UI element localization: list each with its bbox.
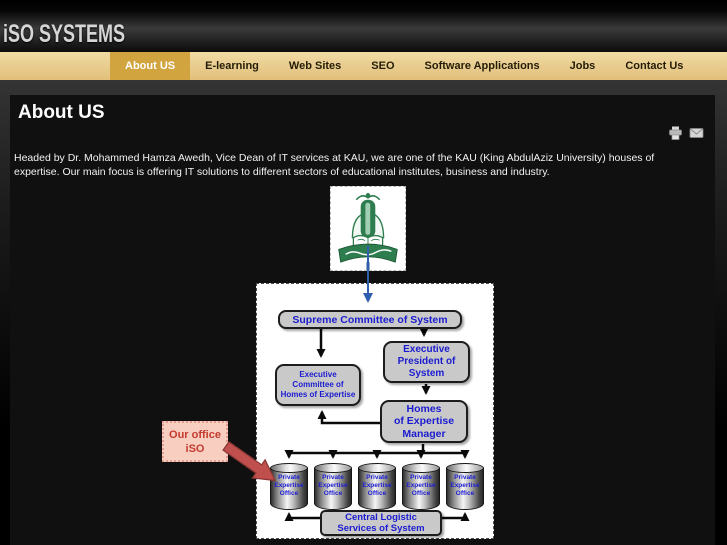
- cylinder-label: Private Expertise Office: [362, 474, 392, 497]
- cylinder-label: Private Expertise Office: [450, 474, 480, 497]
- nav-item-seo[interactable]: SEO: [371, 60, 395, 72]
- site-header: iSO SYSTEMS: [0, 0, 727, 52]
- supreme-committee-box: Supreme Committee of System: [278, 310, 462, 329]
- cylinder-body: [446, 468, 484, 510]
- email-icon: [689, 128, 704, 138]
- private-expertise-office-cylinder: Private Expertise Office: [314, 463, 352, 510]
- our-office-callout: Our office iSO: [162, 421, 228, 462]
- nav-item-web-sites[interactable]: Web Sites: [288, 60, 342, 72]
- nav-item-jobs[interactable]: Jobs: [569, 60, 596, 72]
- executive-president-box: Executive President of System: [383, 341, 470, 383]
- cylinder-label: Private Expertise Office: [318, 474, 348, 497]
- intro-paragraph: Headed by Dr. Mohammed Hamza Awedh, Vice…: [14, 152, 655, 178]
- cylinder-top: [446, 463, 484, 473]
- site-logo[interactable]: iSO SYSTEMS: [3, 20, 126, 48]
- cylinder-top: [402, 463, 440, 473]
- expertise-manager-box: Homes of Expertise Manager: [380, 400, 468, 443]
- executive-committee-box: Executive Committee of Homes of Expertis…: [275, 364, 361, 406]
- private-expertise-office-cylinder: Private Expertise Office: [270, 463, 308, 510]
- private-expertise-office-cylinder: Private Expertise Office: [358, 463, 396, 510]
- cylinder-top: [314, 463, 352, 473]
- main-nav: About US E-learning Web Sites SEO Softwa…: [0, 52, 727, 80]
- central-logistic-box: Central Logistic Services of System: [320, 510, 442, 536]
- private-expertise-office-cylinder: Private Expertise Office: [402, 463, 440, 510]
- nav-item-software-applications[interactable]: Software Applications: [424, 60, 540, 72]
- print-button[interactable]: [668, 126, 683, 140]
- cylinder-top: [358, 463, 396, 473]
- nav-item-about-us[interactable]: About US: [110, 52, 191, 80]
- kau-emblem-image: [338, 193, 398, 270]
- nav-item-e-learning[interactable]: E-learning: [205, 60, 259, 72]
- cylinder-label: Private Expertise Office: [406, 474, 436, 497]
- cylinder-label: Private Expertise Office: [274, 474, 304, 497]
- page-title: About US: [18, 102, 105, 123]
- print-icon: [669, 126, 682, 140]
- nav-item-contact-us[interactable]: Contact Us: [625, 60, 684, 72]
- cylinder-body: [402, 468, 440, 510]
- kau-logo: [330, 186, 406, 271]
- private-expertise-office-cylinder: Private Expertise Office: [446, 463, 484, 510]
- page-toolbar: [668, 126, 704, 140]
- cylinder-body: [270, 468, 308, 510]
- cylinder-body: [314, 468, 352, 510]
- cylinder-top: [270, 463, 308, 473]
- email-button[interactable]: [689, 126, 704, 140]
